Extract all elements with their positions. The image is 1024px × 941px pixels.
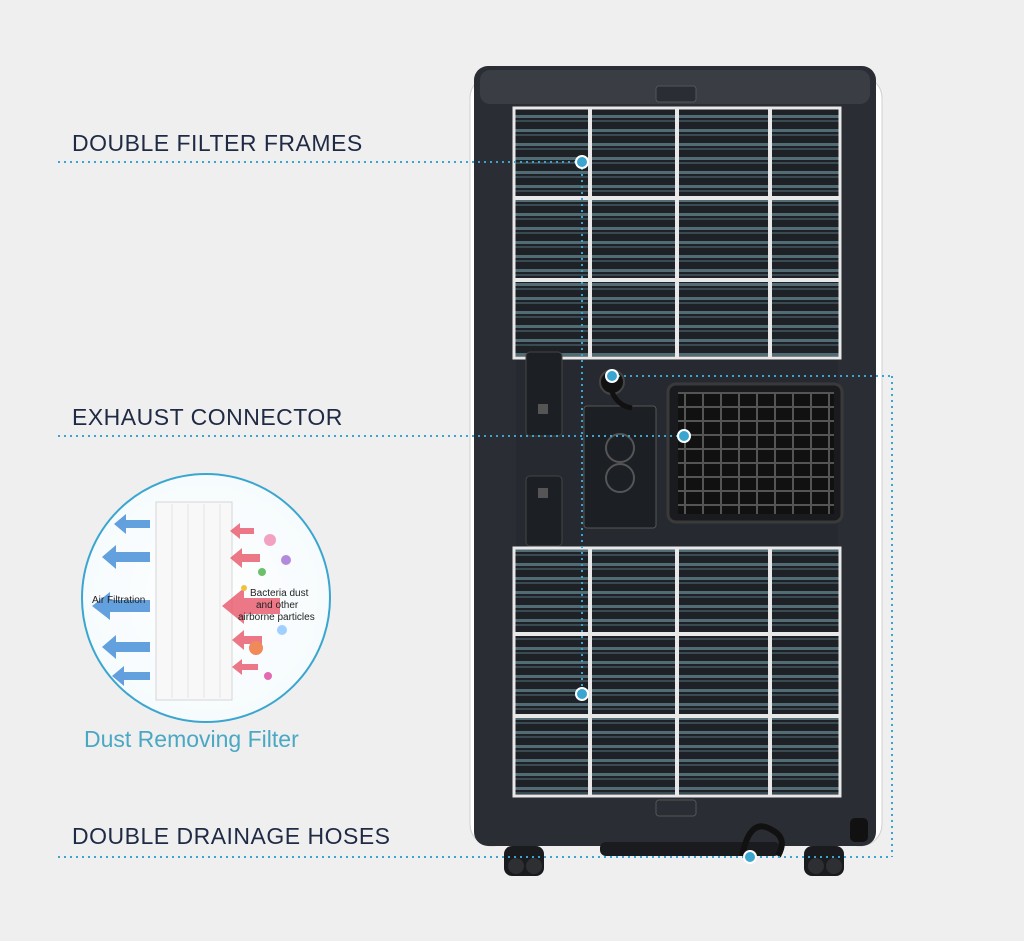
wheels: [504, 846, 844, 876]
callout-dot-icon: [743, 850, 757, 864]
callout-dot-icon: [677, 429, 691, 443]
callout-double-filter-frames: DOUBLE FILTER FRAMES: [72, 130, 363, 156]
filter-inset-title: Dust Removing Filter: [84, 726, 299, 752]
callout-lines: [58, 161, 893, 858]
particles-label-2: and other: [256, 600, 299, 611]
particle-arrow-icon: [222, 523, 280, 675]
drain-port-panel: [583, 405, 657, 529]
callout-dots: [575, 155, 757, 864]
filter-sheet: [155, 501, 233, 701]
particles-label-1: Bacteria dust: [250, 588, 309, 599]
callout-dot-icon: [605, 369, 619, 383]
callout-double-drainage-hoses: DOUBLE DRAINAGE HOSES: [72, 823, 391, 849]
portable-ac-unit: [469, 66, 883, 876]
top-handle: [655, 85, 697, 103]
callout-dot-icon: [575, 687, 589, 701]
particles: [241, 534, 291, 680]
unit-base: [600, 842, 780, 856]
callout-exhaust-connector: EXHAUST CONNECTOR: [72, 404, 343, 430]
airflow-arrow-icon: [92, 514, 150, 686]
drainage-hose: [739, 823, 785, 858]
air-filtration-label: Air Filtration: [92, 595, 145, 606]
callout-dot-icon: [575, 155, 589, 169]
lower-filter-frame: [512, 546, 842, 798]
upper-filter-frame: [512, 106, 842, 360]
filter-inset-circle: Air Filtration Bacteria dust and other a…: [81, 473, 331, 723]
middle-panel: [516, 351, 844, 547]
particles-label-3: airborne particles: [238, 612, 315, 623]
